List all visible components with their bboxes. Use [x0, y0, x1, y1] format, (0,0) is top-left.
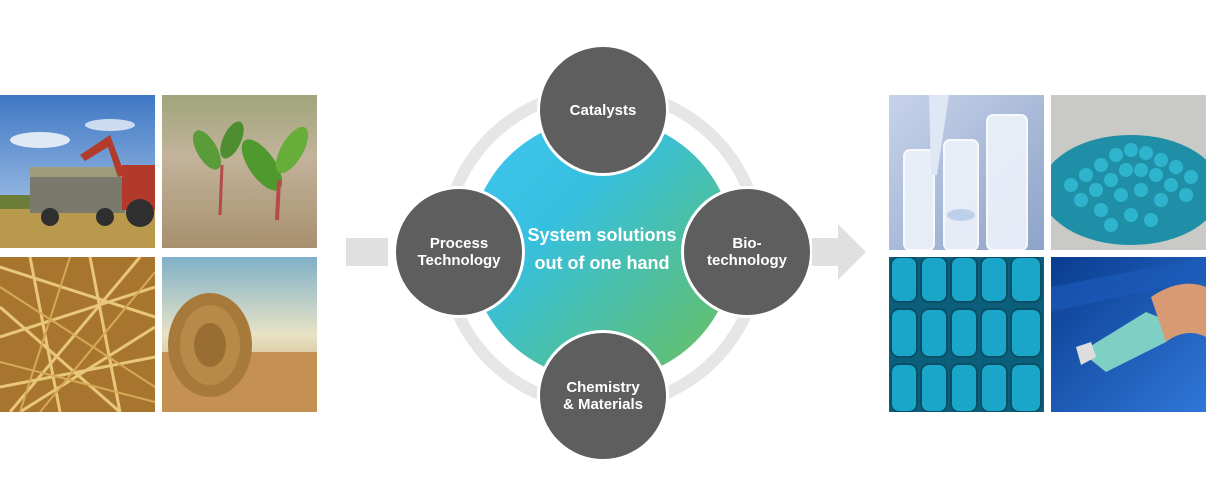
photo-blue-gas-cylinders: [889, 257, 1044, 412]
node-process-technology: Process Technology: [393, 186, 525, 318]
node-biotechnology-label: Bio- technology: [706, 235, 787, 269]
photo-harvest-tractor: [0, 95, 155, 248]
node-biotechnology: Bio- technology: [681, 186, 813, 318]
photo-straw: [0, 257, 155, 412]
photo-seedlings: [162, 95, 317, 248]
system-diagram: System solutions out of one hand Catalys…: [380, 30, 830, 480]
output-arrow: [812, 224, 866, 280]
node-chemistry-materials: Chemistry & Materials: [537, 330, 669, 462]
node-catalysts-label: Catalysts: [569, 101, 637, 119]
photo-lab-glassware: [889, 95, 1044, 250]
node-chemistry-materials-label: Chemistry & Materials: [562, 379, 644, 413]
input-arrow: [346, 238, 388, 266]
node-catalysts: Catalysts: [537, 44, 669, 176]
photo-fuel-nozzle: [1051, 257, 1206, 412]
photo-blue-pellets: [1051, 95, 1206, 250]
center-label: System solutions out of one hand: [527, 225, 677, 273]
node-process-technology-label: Process Technology: [417, 235, 501, 269]
photo-hay-bale: [162, 257, 317, 412]
